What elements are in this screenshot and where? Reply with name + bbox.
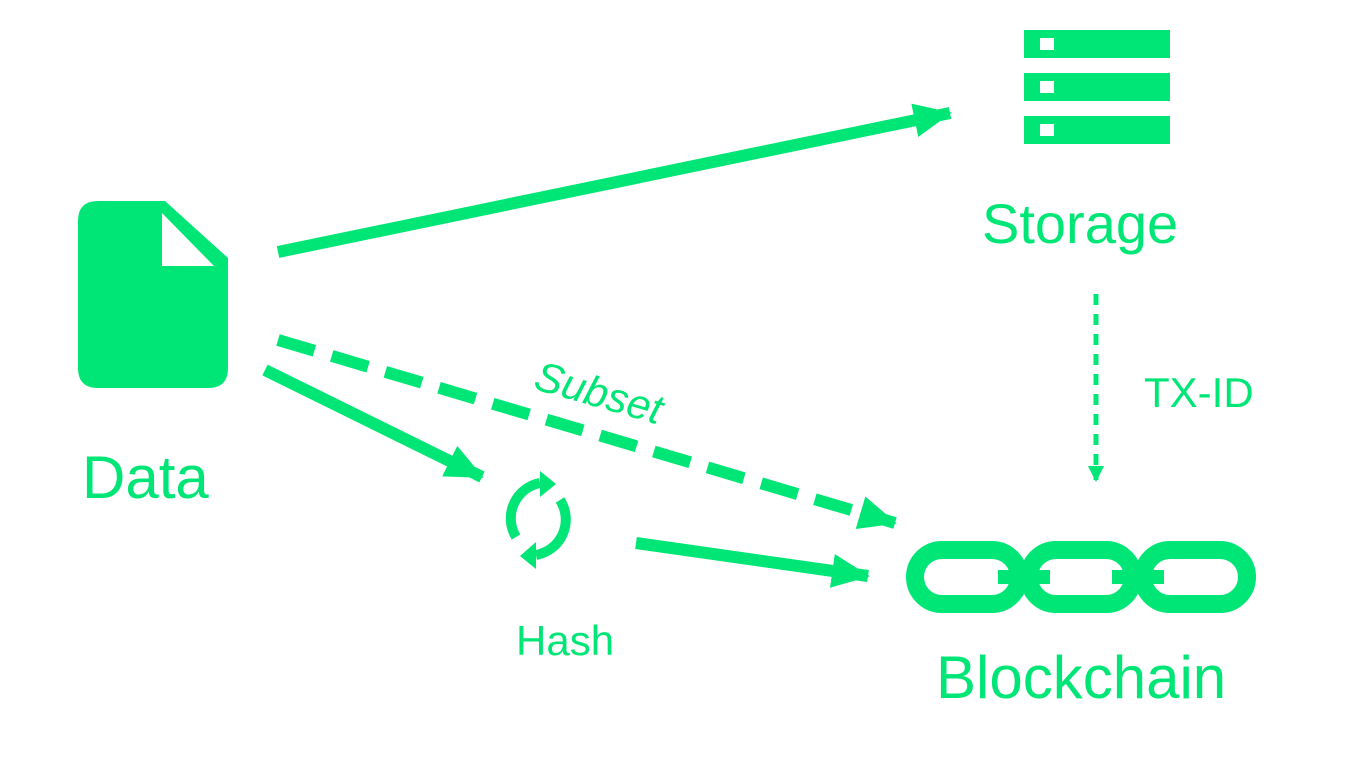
arrow-data-to-hash (262, 364, 485, 483)
document-icon (78, 201, 228, 388)
arrow-data-to-storage (276, 103, 952, 258)
storage-label: Storage (982, 192, 1179, 255)
data-label: Data (82, 444, 209, 511)
hash-label: Hash (516, 617, 615, 664)
arrow-data-to-blockchain-subset (276, 334, 897, 530)
sync-icon (505, 471, 571, 569)
txid-edge-label: TX-ID (1144, 369, 1254, 416)
arrow-hash-to-blockchain (635, 537, 870, 588)
chain-link-icon (906, 541, 1256, 613)
server-stack-icon (1024, 30, 1170, 144)
blockchain-label: Blockchain (936, 644, 1227, 711)
